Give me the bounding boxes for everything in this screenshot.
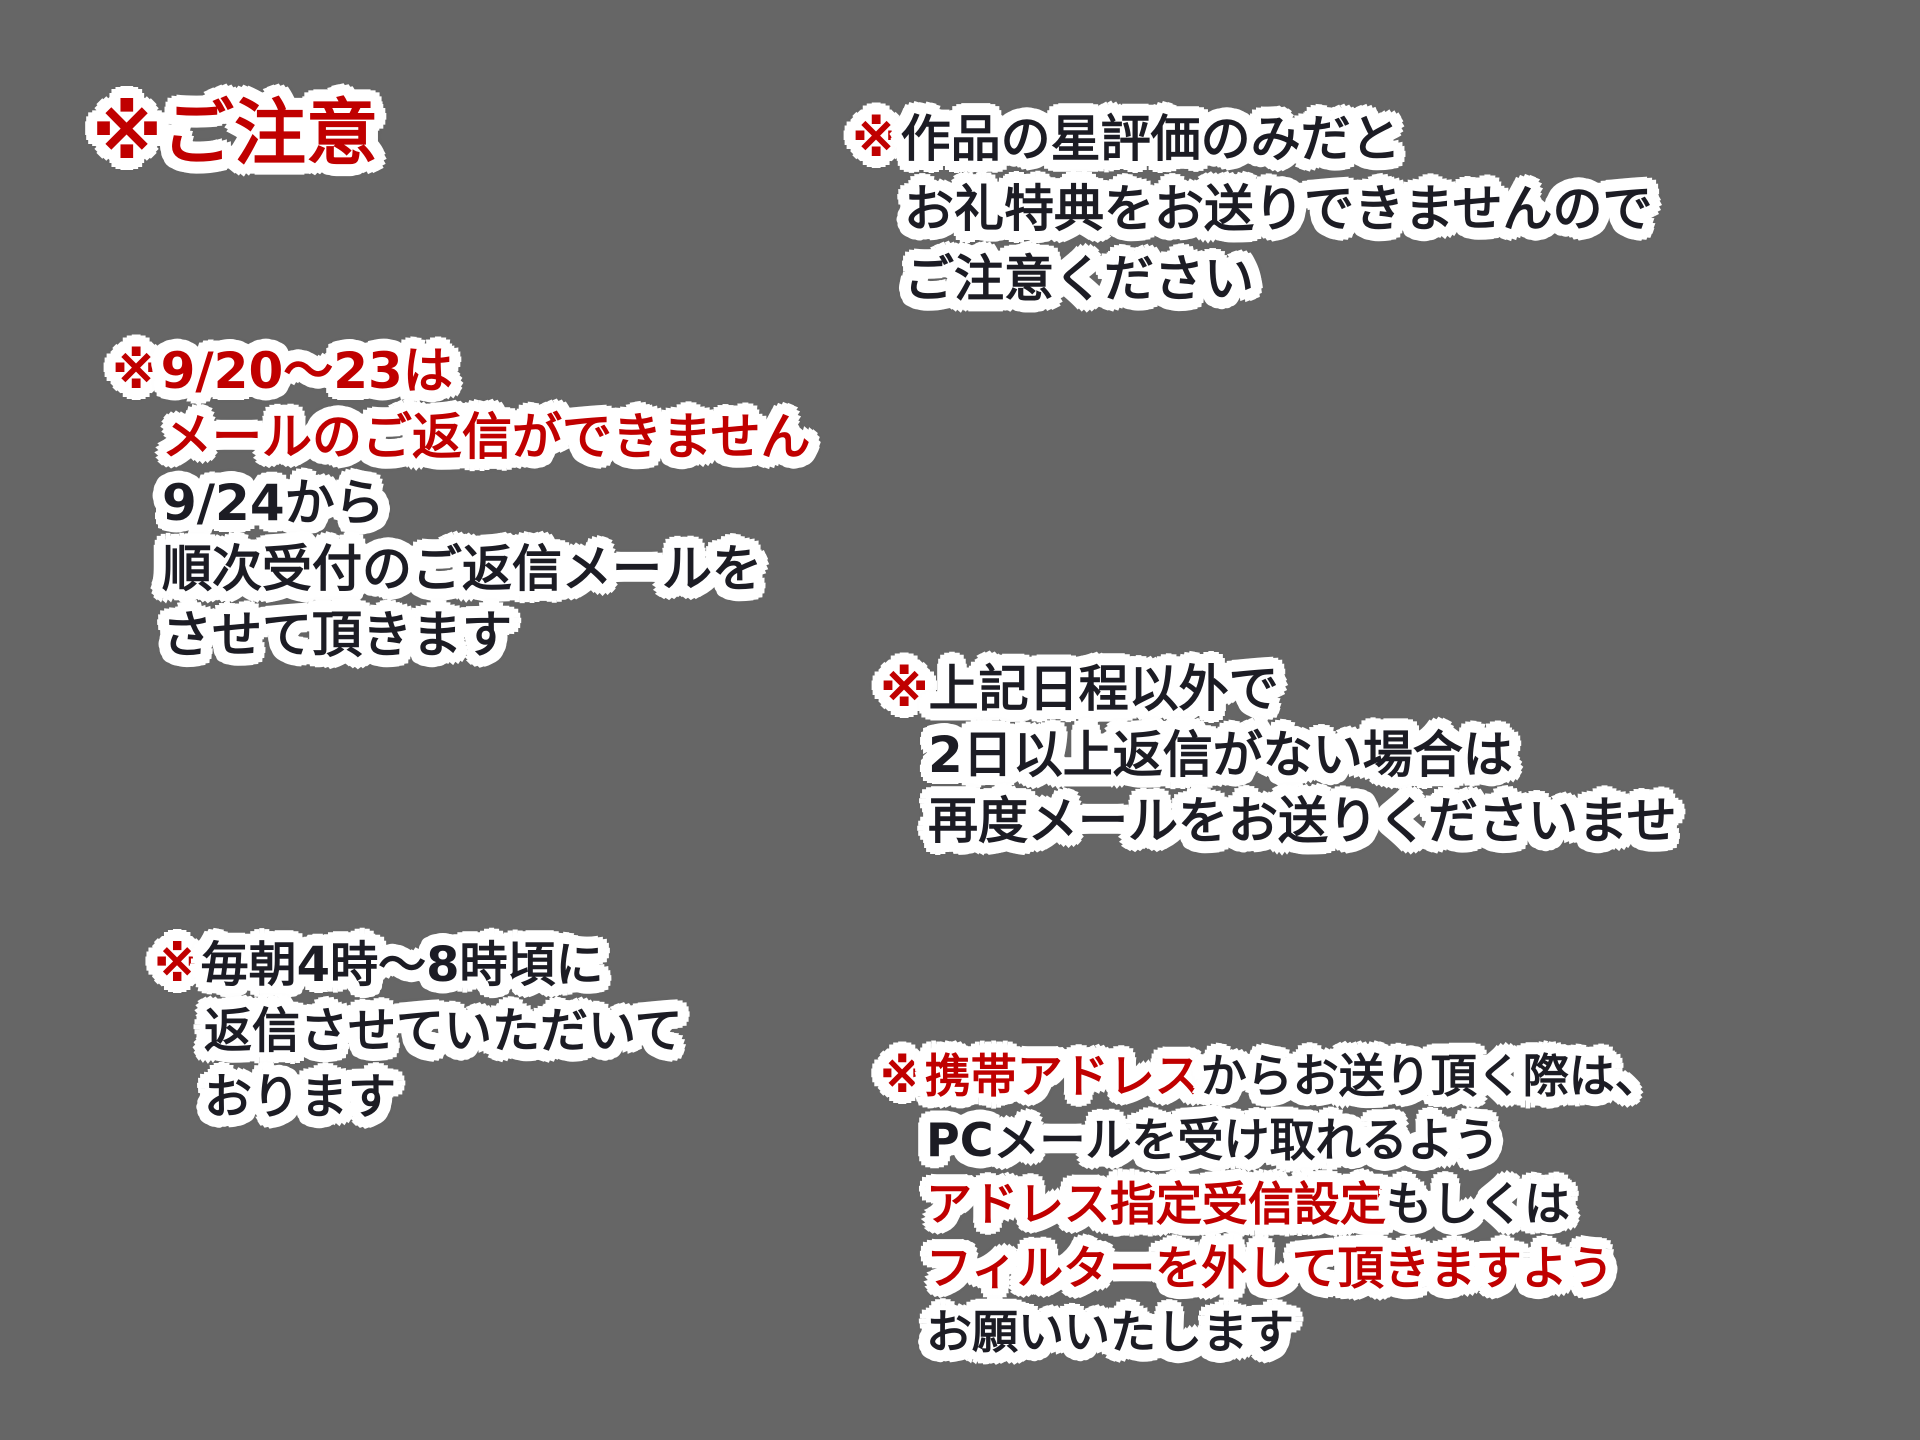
notice-line: ※上記日程以外で (880, 656, 1677, 722)
notice-highlight: アドレス指定受信設定 (926, 1177, 1386, 1231)
notice-line: ※毎朝4時～8時頃に (154, 932, 683, 998)
notice-title: ※ご注意 (92, 88, 378, 178)
notice-text: 作品の星評価のみだと (900, 110, 1401, 168)
notice-line: お礼特典をお送りできませんので (852, 174, 1653, 244)
notice-line: PCメールを受け取れるよう (880, 1108, 1661, 1172)
notice-text: 毎朝4時～8時頃に (200, 937, 604, 993)
notice-text: ご注意ください (904, 250, 1254, 308)
notice-text: おります (204, 1069, 397, 1125)
asterisk-mark: ※ (112, 342, 161, 400)
notice-text: 順次受付のご返信メールを (162, 540, 762, 598)
notice-line: お願いいたします (880, 1300, 1661, 1364)
notice-line: 順次受付のご返信メールを (112, 536, 811, 602)
notice-line: ご注意ください (852, 244, 1653, 314)
notice-line: ※携帯アドレスからお送り頂く際は、 (880, 1044, 1661, 1108)
notice-line: ※9/20～23は (112, 338, 811, 404)
notice-line: 返信させていただいて (154, 998, 683, 1064)
notice-line: おります (154, 1064, 683, 1130)
notice-line: メールのご返信ができません (112, 404, 811, 470)
asterisk-mark: ※ (880, 1049, 925, 1103)
notice-line: フィルターを外して頂きますよう (880, 1236, 1661, 1300)
notice-text: 再度メールをお送りくださいませ (928, 792, 1677, 850)
notice-text: メールのご返信ができません (162, 408, 811, 466)
notice-title-text: ※ご注意 (92, 91, 378, 175)
notice-line: させて頂きます (112, 602, 811, 668)
notice-highlight: 携帯アドレス (924, 1049, 1201, 1103)
notice-line: 再度メールをお送りくださいませ (880, 788, 1677, 854)
notice-text: させて頂きます (162, 606, 512, 664)
notice-text: からお送り頂く際は、 (1200, 1049, 1661, 1103)
notice-line: 9/24から (112, 470, 811, 536)
notice-line: アドレス指定受信設定もしくは (880, 1172, 1661, 1236)
asterisk-mark: ※ (154, 937, 201, 993)
follow-up-notice: ※上記日程以外で 2日以上返信がない場合は 再度メールをお送りくださいませ (880, 656, 1677, 854)
notice-line: ※作品の星評価のみだと (852, 104, 1653, 174)
star-rating-notice: ※作品の星評価のみだと お礼特典をお送りできませんので ご注意ください (852, 104, 1653, 314)
notice-text: もしくは (1386, 1177, 1570, 1231)
notice-text: 返信させていただいて (204, 1003, 683, 1059)
asterisk-mark: ※ (880, 660, 929, 718)
mobile-address-notice: ※携帯アドレスからお送り頂く際は、 PCメールを受け取れるよう アドレス指定受信… (880, 1044, 1661, 1364)
notice-text: 上記日程以外で (928, 660, 1279, 718)
notice-text: 2日以上返信がない場合は (928, 726, 1513, 784)
notice-line: 2日以上返信がない場合は (880, 722, 1677, 788)
notice-text: PCメールを受け取れるよう (926, 1113, 1500, 1167)
reply-hours-notice: ※毎朝4時～8時頃に 返信させていただいて おります (154, 932, 683, 1130)
mail-unavailable-notice: ※9/20～23は メールのご返信ができません 9/24から 順次受付のご返信メ… (112, 338, 811, 668)
asterisk-mark: ※ (852, 110, 901, 168)
notice-dates: 9/20～23は (160, 342, 453, 400)
notice-highlight: フィルターを外して頂きますよう (926, 1241, 1614, 1295)
notice-text: お願いいたします (926, 1305, 1294, 1359)
notice-text: 9/24から (162, 474, 385, 532)
notice-text: お礼特典をお送りできませんので (904, 180, 1653, 238)
